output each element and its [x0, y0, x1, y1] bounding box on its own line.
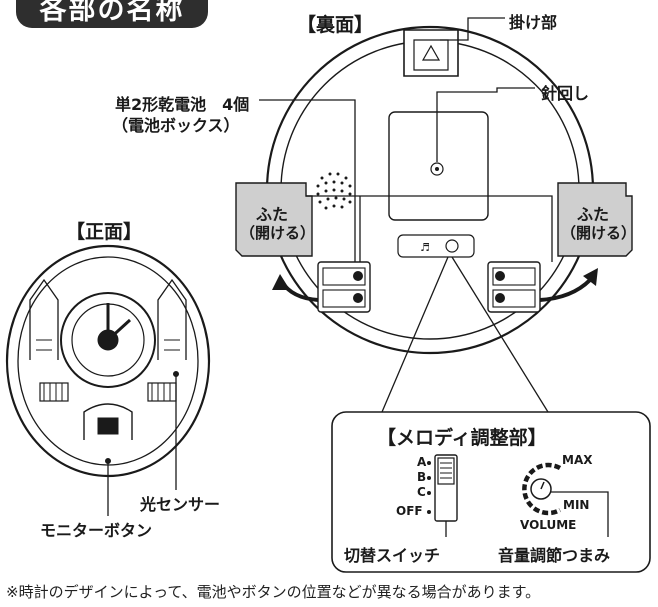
left-battery-1 — [322, 267, 366, 286]
volume-arc — [522, 462, 562, 516]
front-view — [5, 244, 211, 478]
left-battery-2 — [322, 289, 366, 308]
left-battery-box — [317, 261, 371, 313]
hanger-body — [403, 29, 459, 77]
left-lid-label: ふた — [256, 205, 289, 224]
left-lid-sub-label: （開ける） — [240, 224, 316, 242]
left-arrow-head-icon — [272, 274, 290, 290]
left-tower — [29, 278, 59, 360]
melody-heading: 【メロディ調整部】 — [377, 427, 547, 449]
front-heading: 【正面】 — [66, 221, 143, 243]
volume-min-label: MIN — [563, 498, 590, 512]
left-lid — [235, 182, 313, 257]
volume-caption: VOLUME — [520, 518, 577, 532]
leader-hanger — [440, 17, 505, 41]
switch-b-label: B — [417, 470, 427, 484]
monitor-button-label: モニターボタン — [40, 521, 153, 540]
switch-knob — [437, 457, 455, 485]
left-open-arrow-icon — [280, 280, 319, 302]
light-sensor-label: 光センサー — [140, 495, 221, 514]
left-colonnade — [39, 382, 69, 402]
gate-arch — [83, 403, 133, 440]
back-heading: 【裏面】 — [297, 14, 374, 36]
switch-c-label: C — [417, 485, 426, 499]
leader-battery — [259, 99, 356, 262]
movement-box — [388, 111, 489, 221]
dial-outer — [60, 292, 156, 388]
hand-adjust-label: 針回し — [541, 84, 590, 103]
back-view: ♬ — [265, 25, 595, 355]
light-sensor-dot — [173, 371, 179, 377]
melody-panel — [331, 411, 651, 573]
svg-text:♬: ♬ — [420, 241, 430, 254]
melody-zoom-left — [381, 256, 449, 413]
front-leaders — [107, 376, 177, 516]
gate-figure — [97, 417, 119, 435]
battery-label: 単2形乾電池 4個 — [115, 95, 250, 114]
volume-knob-mini — [445, 239, 459, 253]
section-title: 各部の名称 — [16, 0, 208, 28]
leader-lid — [306, 195, 553, 262]
footer-note: ※時計のデザインによって、電池やボタンの位置などが異なる場合があります。 — [6, 583, 541, 601]
hanger-slot — [413, 39, 449, 71]
volume-max-label: MAX — [562, 453, 593, 467]
battery-sub-label: （電池ボックス） — [112, 116, 240, 135]
hanger-hook — [421, 44, 441, 61]
front-outer-ring — [5, 244, 211, 478]
right-lid-sub-label: （開ける） — [561, 224, 637, 242]
right-lid-label: ふた — [577, 205, 610, 224]
leader-volume — [551, 491, 609, 537]
volume-label: 音量調節つまみ — [498, 546, 611, 565]
melody-control-strip — [397, 234, 475, 258]
leader-lines — [259, 17, 553, 413]
hand-adjust-knob — [430, 162, 444, 176]
switch-diagram — [427, 454, 458, 537]
speaker-grille — [316, 172, 352, 210]
right-lid — [557, 182, 633, 257]
switch-a-label: A — [417, 455, 427, 469]
switch-off-label: OFF — [396, 504, 423, 518]
right-arrow-head-icon — [583, 268, 598, 286]
right-tower — [157, 278, 187, 360]
right-battery-1 — [492, 267, 536, 286]
right-battery-box — [487, 261, 541, 313]
monitor-button-dot — [105, 458, 111, 464]
switch-label: 切替スイッチ — [344, 546, 441, 565]
hanger-label: 掛け部 — [509, 13, 558, 32]
right-battery-2 — [492, 289, 536, 308]
melody-zoom-right — [451, 256, 549, 413]
leader-hand-adjust — [436, 87, 535, 162]
volume-dial — [522, 462, 609, 537]
right-open-arrow-icon — [539, 278, 592, 302]
hour-hand — [106, 318, 132, 342]
